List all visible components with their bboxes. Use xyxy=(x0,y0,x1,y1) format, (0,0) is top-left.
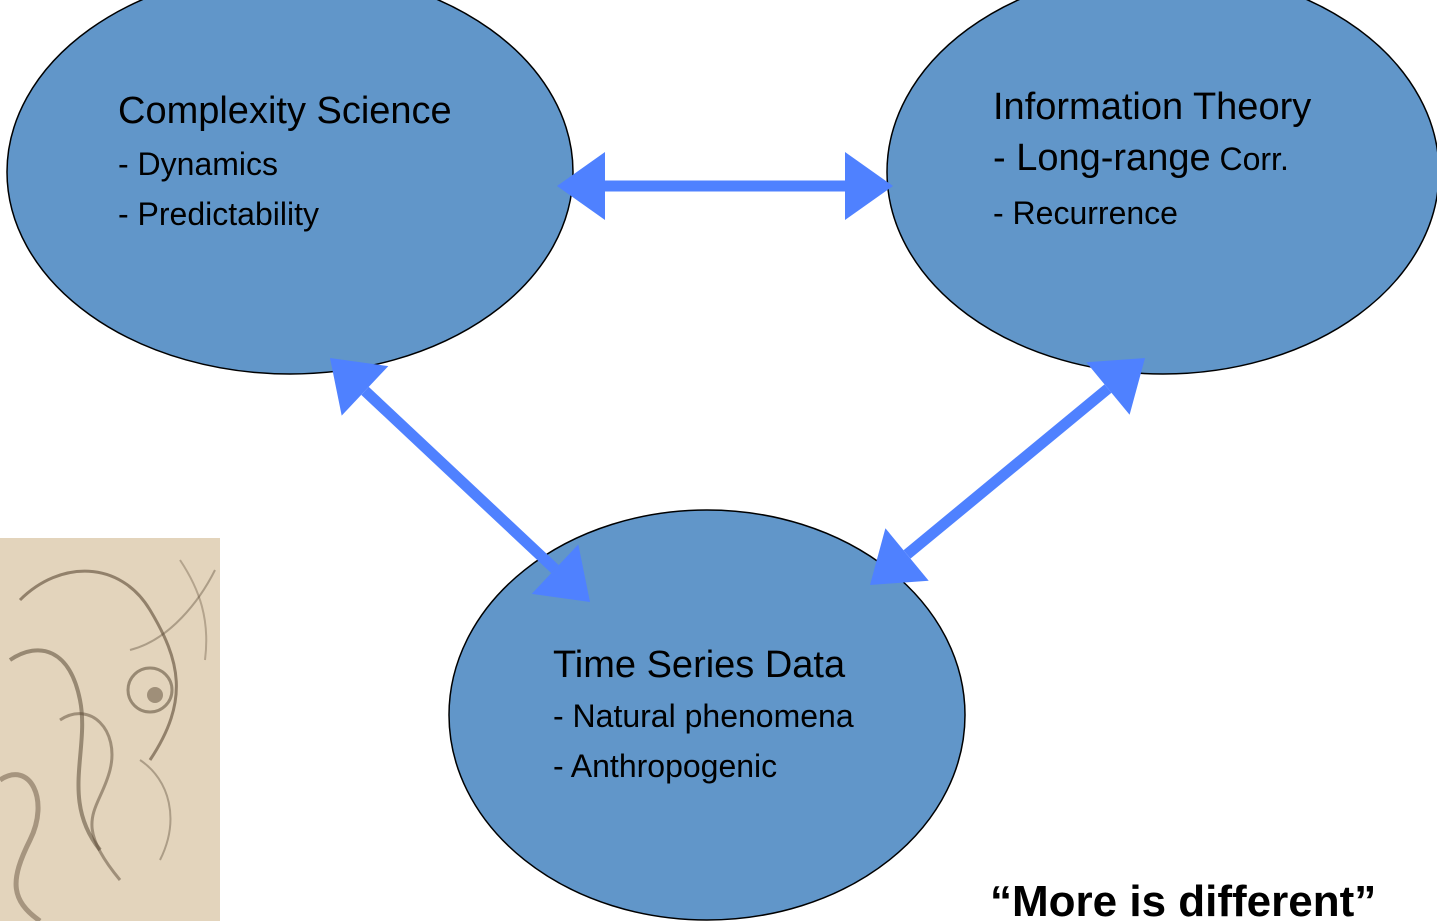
information-title: Information Theory xyxy=(993,86,1312,128)
arrow-complexity-information xyxy=(557,152,893,220)
footer-quote: “More is different” xyxy=(990,877,1377,921)
information-item-long-range-suffix: Corr. xyxy=(1210,141,1289,177)
arrow-information-timeseries-shaft xyxy=(903,384,1112,559)
arrow-complexity-timeseries-head-start xyxy=(330,358,389,416)
timeseries-item-natural: - Natural phenomena xyxy=(553,698,854,734)
complexity-item-dynamics: - Dynamics xyxy=(118,146,279,182)
arrow-complexity-information-head-start xyxy=(557,152,605,220)
information-item-recurrence: - Recurrence xyxy=(993,195,1178,231)
node-complexity-science[interactable] xyxy=(6,0,574,375)
arrow-complexity-timeseries-head-end xyxy=(531,544,590,602)
node-timeseries-text: Time Series Data - Natural phenomena - A… xyxy=(553,642,854,790)
information-item-long-range-prefix: - Long-range xyxy=(993,137,1211,179)
node-information-theory[interactable] xyxy=(886,0,1437,375)
arrow-complexity-timeseries-shaft xyxy=(361,386,559,574)
information-item-long-range: - Long-range Corr. xyxy=(993,132,1311,185)
arrow-complexity-information-head-end xyxy=(845,152,893,220)
arrow-information-timeseries-head-start xyxy=(1086,358,1145,415)
timeseries-item-anthropogenic: - Anthropogenic xyxy=(553,748,778,784)
node-information-text: Information Theory - Long-range Corr. - … xyxy=(993,84,1311,239)
edges xyxy=(330,152,1145,602)
node-complexity-text: Complexity Science - Dynamics - Predicta… xyxy=(118,88,452,238)
complexity-title: Complexity Science xyxy=(118,90,452,132)
timeseries-title: Time Series Data xyxy=(553,644,846,686)
node-time-series-data[interactable] xyxy=(448,509,966,921)
arrow-information-timeseries xyxy=(870,358,1145,585)
arrow-complexity-timeseries xyxy=(330,358,590,602)
sketch-image xyxy=(0,538,220,921)
complexity-item-predictability: - Predictability xyxy=(118,196,319,232)
arrow-information-timeseries-head-end xyxy=(870,528,929,585)
